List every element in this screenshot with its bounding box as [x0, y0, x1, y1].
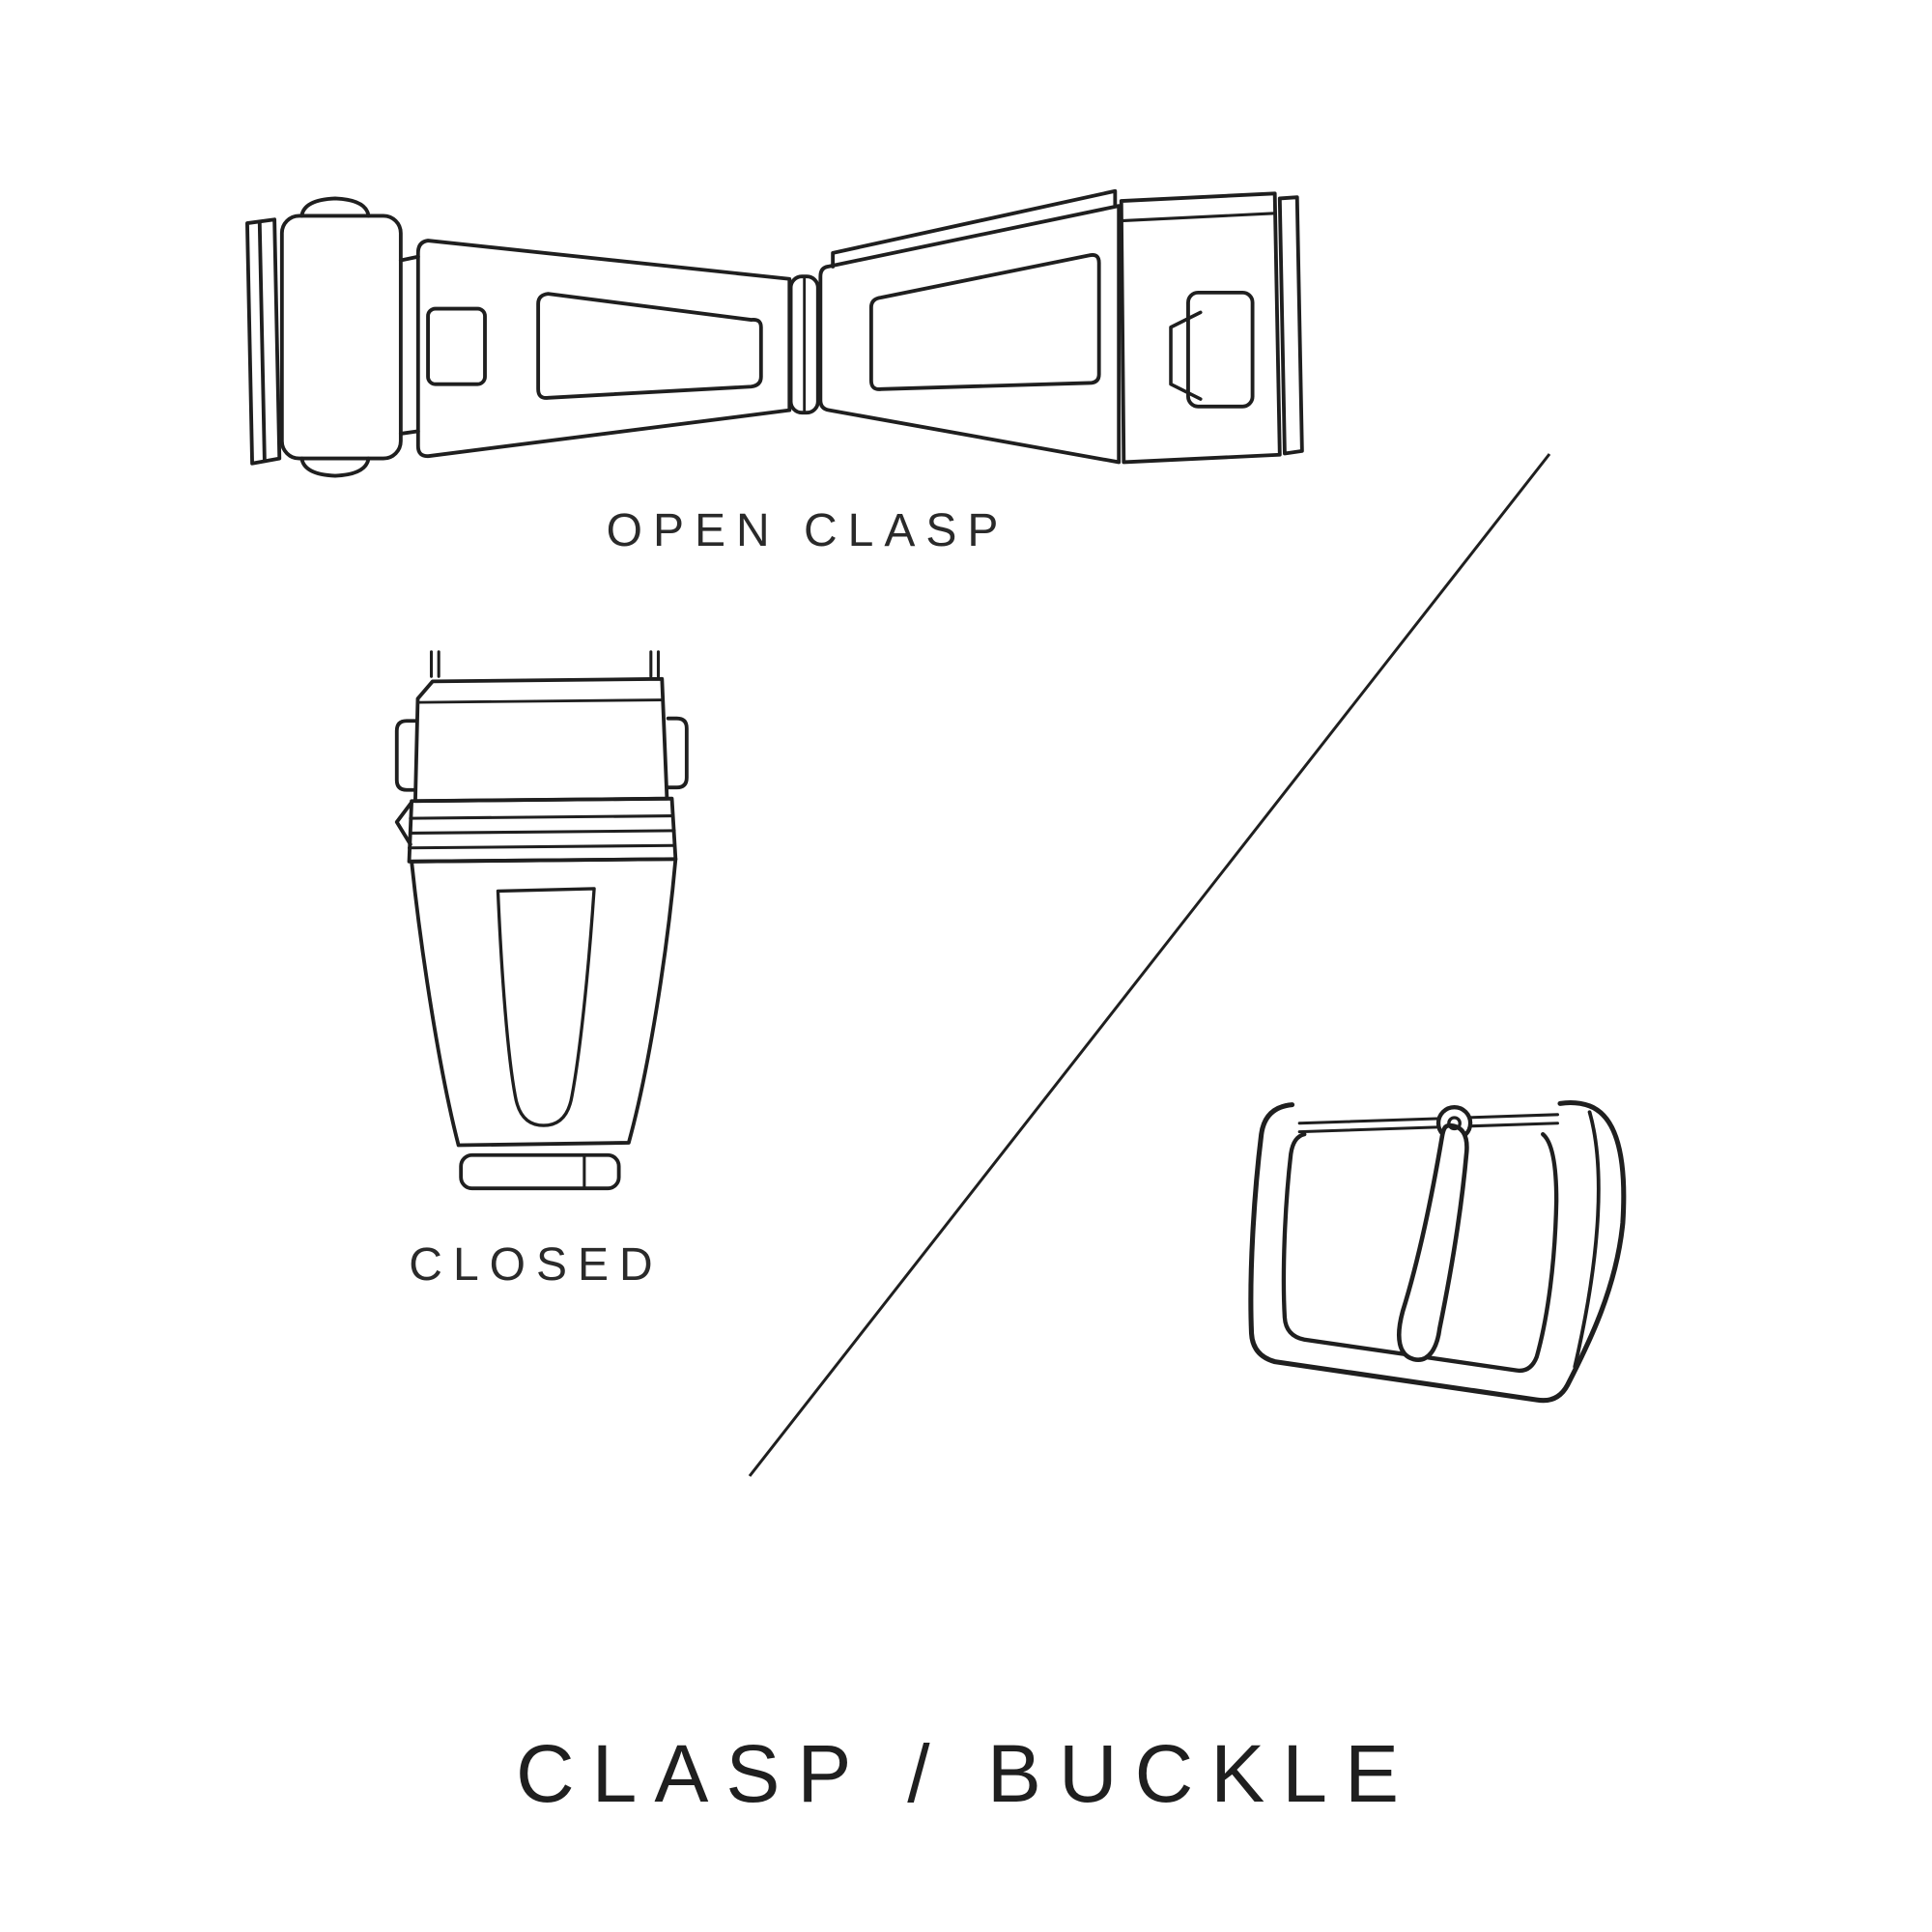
clasp-right-arm [818, 204, 1122, 465]
closed-clasp-prongs [429, 650, 661, 678]
closed-clasp-label: CLOSED [409, 1239, 664, 1291]
buckle-illustration [1248, 1099, 1627, 1404]
clasp-left-arm-inner [536, 292, 763, 400]
closed-clasp-body [410, 857, 678, 1148]
clasp-left-top-tab [299, 196, 371, 218]
closed-clasp-illustration [394, 650, 689, 1191]
buckle-prong [1397, 1122, 1469, 1362]
open-clasp-label: OPEN CLASP [606, 505, 1009, 556]
open-clasp-illustration [245, 188, 1304, 478]
clasp-right-arm-inner [868, 253, 1101, 391]
clasp-hinge [788, 274, 820, 415]
clasp-left-endplate [245, 217, 282, 466]
closed-clasp-left-tab [394, 719, 417, 792]
buckle-right-bar-curve [1573, 1110, 1601, 1369]
closed-clasp-foot [459, 1152, 621, 1191]
clasp-right-endplate [1119, 191, 1282, 465]
buckle-spring-bar [1297, 1113, 1559, 1134]
clasp-left-bottom-tab [299, 456, 371, 478]
clasp-slot [1186, 290, 1255, 409]
buckle-springbar-end [1447, 1116, 1462, 1131]
clasp-left-arm [415, 239, 792, 459]
clasp-latch-notch [426, 306, 487, 386]
closed-clasp-fold [394, 800, 414, 846]
clasp-right-endstrip [1277, 195, 1304, 456]
clasp-right-arm-flange [831, 188, 1118, 269]
page-title: CLASP / BUCKLE [515, 1728, 1417, 1819]
buckle-frame-outer [1248, 1099, 1627, 1404]
closed-clasp-right-tab [666, 716, 689, 790]
closed-clasp-top-box [413, 676, 669, 804]
closed-clasp-body-inner [496, 887, 596, 1127]
clasp-hook [1169, 310, 1203, 401]
